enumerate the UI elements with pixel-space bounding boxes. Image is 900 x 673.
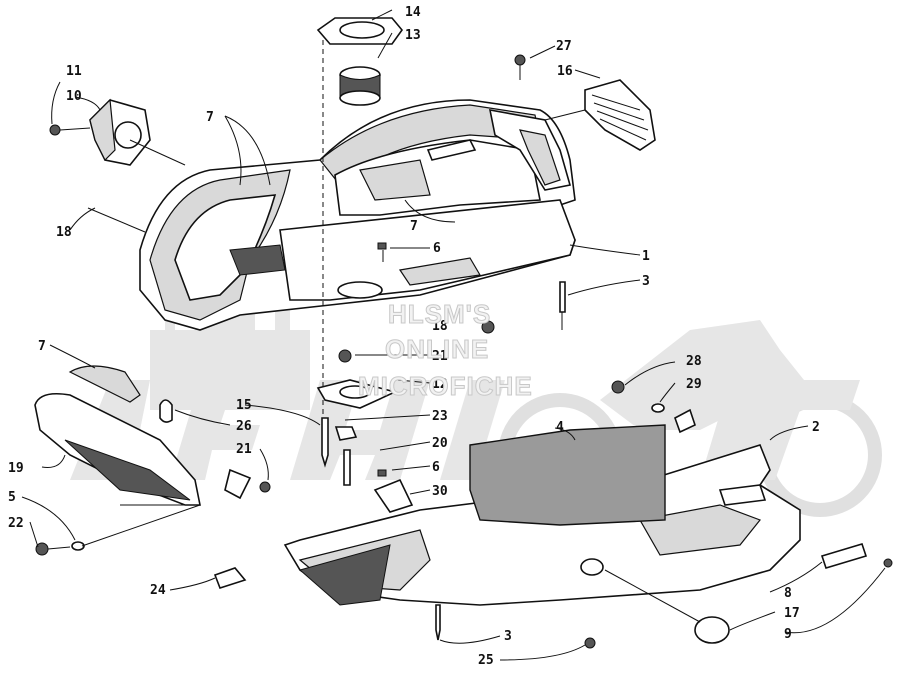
callout-12: 12 xyxy=(432,377,448,392)
callout-21-a: 21 xyxy=(432,349,448,364)
callout-15: 15 xyxy=(236,398,252,413)
side-panel-part-19 xyxy=(34,365,271,556)
callout-23: 23 xyxy=(432,409,448,424)
watermark-text: HLSM'S ONLINE MICROFICHE xyxy=(358,299,533,402)
lower-belly-pan-part-2 xyxy=(213,380,893,649)
callout-30: 30 xyxy=(432,484,448,499)
callout-8: 8 xyxy=(784,586,792,601)
callout-7-b: 7 xyxy=(410,219,418,234)
callout-9: 9 xyxy=(784,627,792,642)
callout-6-b: 6 xyxy=(432,460,440,475)
callout-3-b: 3 xyxy=(504,629,512,644)
callout-2: 2 xyxy=(812,420,820,435)
seal-parts-13-14 xyxy=(316,17,404,106)
callout-7-c: 7 xyxy=(38,339,46,354)
callout-6-a: 6 xyxy=(433,241,441,256)
callout-14: 14 xyxy=(405,5,421,20)
watermark-line-3: MICROFICHE xyxy=(358,371,533,401)
gauge-housing-part-10 xyxy=(49,98,151,166)
callout-17: 17 xyxy=(784,606,800,621)
callout-numbers: 14 13 27 16 11 10 7 18 7 6 1 3 18 21 12 … xyxy=(8,5,820,668)
callout-4: 4 xyxy=(556,420,564,435)
callout-18-b: 18 xyxy=(432,319,448,334)
leader-lines xyxy=(21,9,886,661)
callout-16: 16 xyxy=(557,64,573,79)
callout-18-a: 18 xyxy=(56,225,72,240)
upper-chassis-part-1 xyxy=(139,99,576,331)
callout-27: 27 xyxy=(556,39,572,54)
vent-grille-part-16 xyxy=(514,54,656,151)
callout-7-a: 7 xyxy=(206,110,214,125)
callout-10: 10 xyxy=(66,89,82,104)
callout-19: 19 xyxy=(8,461,24,476)
callout-28: 28 xyxy=(686,354,702,369)
callout-29: 29 xyxy=(686,377,702,392)
callout-25: 25 xyxy=(478,653,494,668)
callout-5: 5 xyxy=(8,490,16,505)
callout-1: 1 xyxy=(642,249,650,264)
watermark-line-1: HLSM'S xyxy=(388,299,491,329)
callout-11: 11 xyxy=(66,64,82,79)
hardware-center xyxy=(316,242,566,486)
callout-20: 20 xyxy=(432,436,448,451)
callout-24: 24 xyxy=(150,583,166,598)
callout-13: 13 xyxy=(405,28,421,43)
callout-26: 26 xyxy=(236,419,252,434)
callout-22: 22 xyxy=(8,516,24,531)
callout-3-a: 3 xyxy=(642,274,650,289)
callout-21-b: 21 xyxy=(236,442,252,457)
watermark-line-2: ONLINE xyxy=(385,334,489,364)
